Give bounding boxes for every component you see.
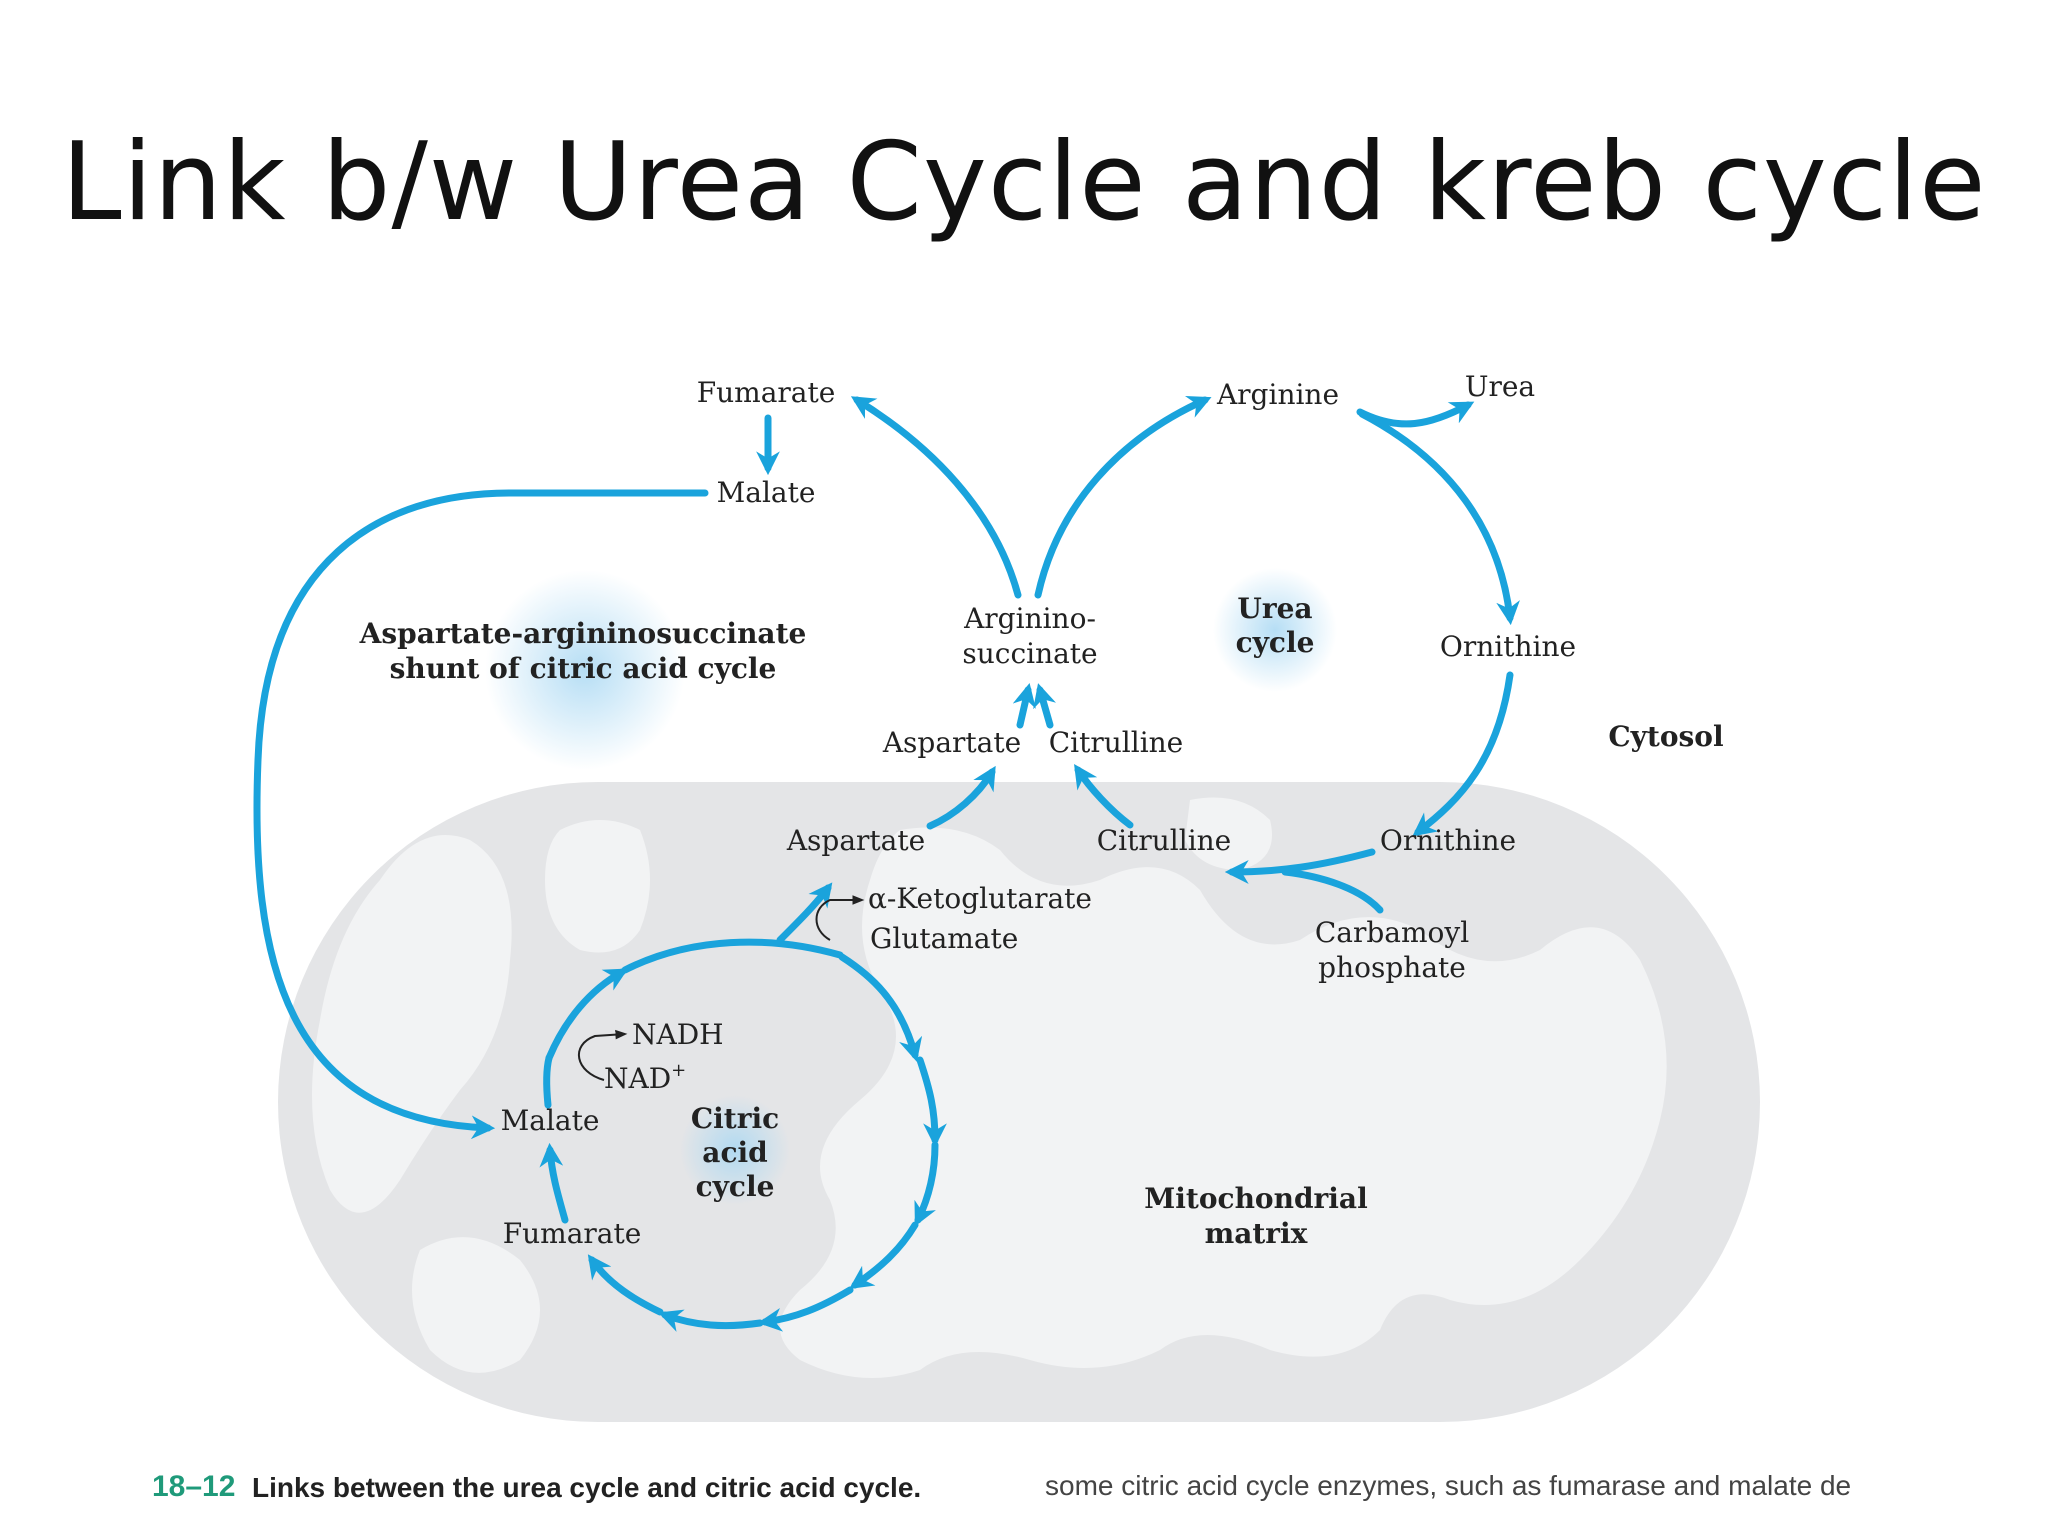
label-citrulline-matrix: Citrulline [1097, 824, 1232, 857]
label-argininosuccinate-2: succinate [962, 637, 1097, 670]
label-urea: Urea [1465, 370, 1535, 403]
arrow-ornithine-to-citrulline [1224, 848, 1376, 884]
arrow-shunt-malate-transport [253, 489, 709, 1140]
label-aspartate-matrix: Aspartate [786, 824, 925, 857]
label-citric-3: cycle [696, 1170, 775, 1203]
label-citric-2: acid [702, 1136, 767, 1169]
arrow-aspartate-to-argsucc [1012, 683, 1036, 729]
label-mito-1: Mitochondrial [1144, 1182, 1367, 1215]
arrow-aspartate-export [926, 765, 996, 830]
label-carbamoyl-1: Carbamoyl [1315, 916, 1469, 949]
citric-cycle-glow [680, 1095, 790, 1205]
label-citrulline-cytosol: Citrulline [1049, 726, 1184, 759]
label-nad-superscript: + [671, 1060, 686, 1081]
label-shunt-2: shunt of citric acid cycle [390, 652, 777, 685]
arrow-citrulline-export [1074, 764, 1134, 829]
label-aspartate-cytosol: Aspartate [882, 726, 1021, 759]
arrow-argsucc-to-fumarate [850, 396, 1022, 599]
label-malate-matrix: Malate [501, 1104, 600, 1137]
arrow-arginine-to-ornithine [1358, 410, 1520, 626]
figure-number: 18–12 [152, 1470, 236, 1503]
label-ornithine-matrix: Ornithine [1380, 824, 1516, 857]
label-alpha-ketoglutarate: α-Ketoglutarate [868, 882, 1092, 915]
label-cytosol: Cytosol [1608, 720, 1723, 753]
label-shunt-1: Aspartate-argininosuccinate [359, 617, 807, 650]
label-citric-1: Citric [691, 1102, 779, 1135]
label-malate-top: Malate [717, 476, 816, 509]
shunt-glow [485, 570, 685, 770]
arrow-citrulline-to-argsucc [1033, 683, 1057, 729]
label-fumarate-matrix: Fumarate [503, 1217, 642, 1250]
arrow-akg-glutamate [815, 895, 865, 941]
label-nad: NAD+ [604, 1060, 686, 1095]
urea-cycle-glow [1213, 568, 1337, 692]
figure-caption-text: Links between the urea cycle and citric … [252, 1472, 922, 1503]
label-mito-2: matrix [1205, 1217, 1308, 1250]
label-glutamate: Glutamate [870, 922, 1018, 955]
label-nadh: NADH [632, 1018, 724, 1051]
label-urea-cycle-1: Urea [1237, 592, 1312, 625]
label-fumarate-top: Fumarate [697, 376, 836, 409]
citric-acid-cycle-ring [539, 938, 947, 1332]
label-arginine: Arginine [1216, 378, 1339, 411]
label-argininosuccinate-1: Arginino- [963, 602, 1096, 635]
slide-title: Link b/w Urea Cycle and kreb cycle [61, 120, 1987, 245]
arrow-ornithine-into-matrix [1412, 671, 1514, 837]
arrow-nad-nadh [578, 1029, 628, 1081]
arrow-cycle-to-aspartate [776, 882, 833, 944]
figure-caption: 18–12 Links between the urea cycle and c… [152, 1470, 1952, 1510]
arrow-argsucc-to-arginine [1034, 395, 1212, 599]
label-carbamoyl-2: phosphate [1318, 951, 1466, 984]
mitochondrion-shape [278, 782, 1760, 1422]
label-urea-cycle-2: cycle [1236, 626, 1315, 659]
figure-cut-text: some citric acid cycle enzymes, such as … [1045, 1470, 1852, 1501]
arrow-carbamoyl-join [1281, 868, 1384, 914]
label-ornithine-cytosol: Ornithine [1440, 630, 1576, 663]
